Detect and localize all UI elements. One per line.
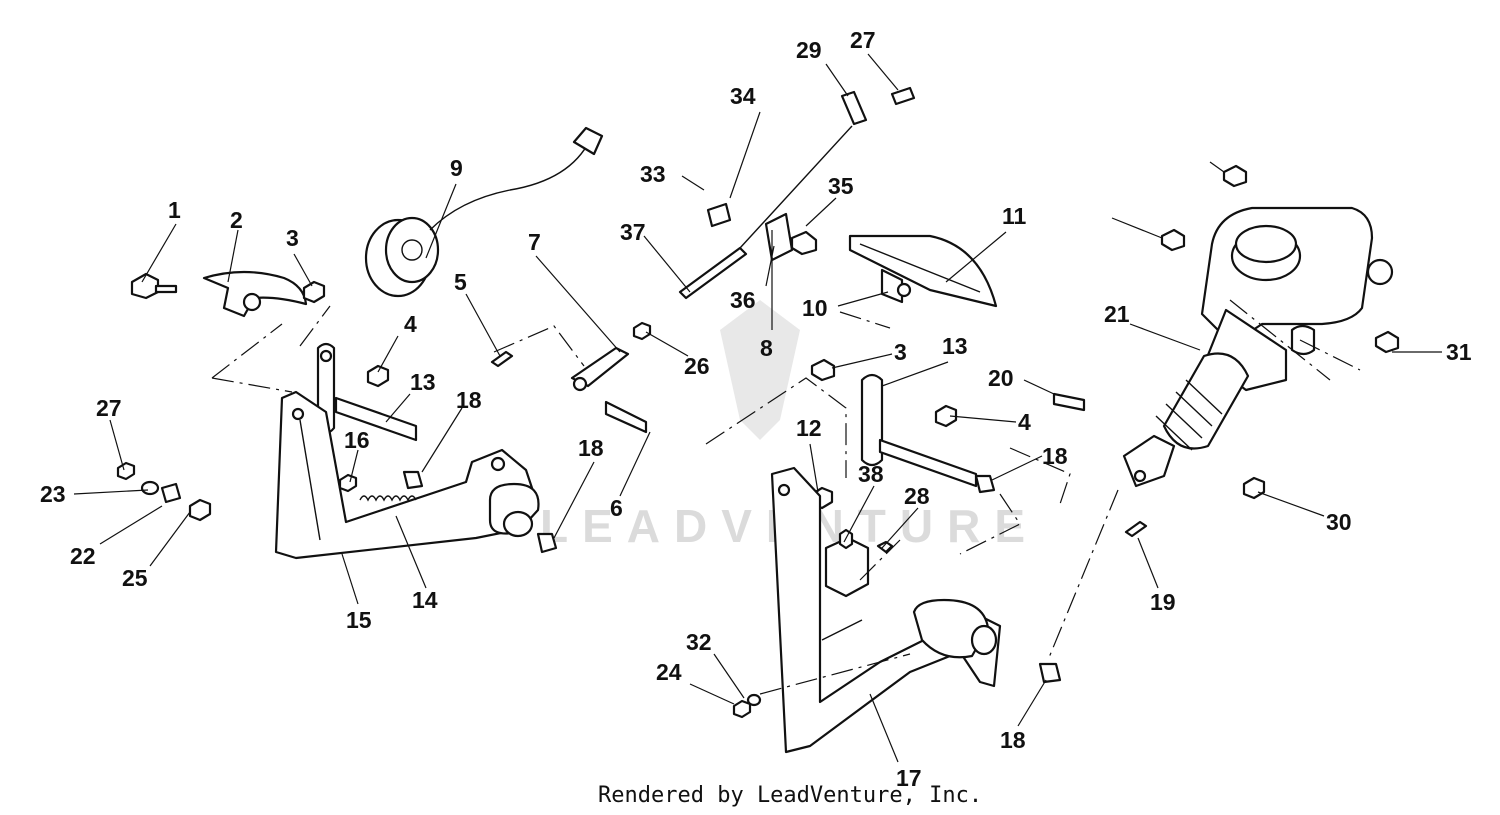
callout-10: 10 — [802, 295, 828, 321]
part-nut-26 — [632, 321, 652, 341]
callout-37: 37 — [620, 219, 646, 245]
callout-1: 1 — [168, 197, 181, 223]
callout-38: 38 — [858, 461, 884, 487]
callout-26: 26 — [684, 353, 710, 379]
part-clevis-7 — [570, 346, 630, 392]
callout-16: 16 — [344, 427, 370, 453]
part-pin-19 — [1124, 520, 1148, 538]
callout-18-right: 18 — [1042, 443, 1068, 469]
callout-3-right: 3 — [894, 339, 907, 365]
part-bolt-top-1 — [1222, 164, 1248, 188]
watermark-logo-icon — [720, 300, 800, 440]
callout-17: 17 — [896, 765, 922, 791]
callout-9: 9 — [450, 155, 463, 181]
part-nut-30 — [1242, 476, 1266, 500]
callout-27: 27 — [96, 395, 122, 421]
callout-23: 23 — [40, 481, 66, 507]
callout-18-b: 18 — [578, 435, 604, 461]
part-bolt-10 — [790, 230, 818, 256]
part-plate-36 — [764, 212, 794, 262]
callout-labels: 1 2 3 27 23 22 25 15 14 16 13 4 18 9 5 7… — [40, 27, 1472, 791]
callout-30: 30 — [1326, 509, 1352, 535]
callout-12: 12 — [796, 415, 822, 441]
part-nut-16 — [338, 473, 358, 493]
callout-35: 35 — [828, 173, 854, 199]
part-pedal-arm-17 — [770, 466, 1002, 754]
callout-19: 19 — [1150, 589, 1176, 615]
part-washer-23 — [140, 480, 160, 496]
part-nut-27-left — [116, 461, 136, 481]
part-bolt-top-2 — [1160, 228, 1186, 252]
part-nut-25 — [188, 498, 212, 522]
callout-33: 33 — [640, 161, 666, 187]
part-cable-37 — [678, 246, 748, 300]
part-master-cylinder-21 — [1122, 206, 1394, 488]
part-switch-38 — [824, 528, 870, 598]
part-bushing-18-right — [974, 474, 996, 494]
part-bracket-34 — [706, 202, 732, 228]
part-pin-20 — [1052, 392, 1086, 412]
callout-5: 5 — [454, 269, 467, 295]
part-bushing-18-left — [402, 470, 424, 490]
part-bushing-18-b — [536, 532, 558, 554]
part-bracket-2 — [202, 270, 308, 318]
callout-7: 7 — [528, 229, 541, 255]
callout-29: 29 — [796, 37, 822, 63]
part-pin-6 — [604, 400, 648, 434]
leader-lines — [73, 53, 1442, 763]
callout-6: 6 — [610, 495, 623, 521]
part-plate-13-right — [860, 373, 978, 488]
part-nut-4-right — [934, 404, 958, 428]
render-credit: Rendered by LeadVenture, Inc. — [598, 783, 982, 808]
callout-18: 18 — [456, 387, 482, 413]
part-bushing-18-bottom — [1038, 662, 1062, 684]
part-hardware-24-32 — [732, 693, 762, 719]
part-screw-28 — [876, 540, 894, 554]
callout-4-right: 4 — [1018, 409, 1031, 435]
callout-20: 20 — [988, 365, 1014, 391]
callout-11: 11 — [1002, 203, 1027, 229]
callout-13: 13 — [410, 369, 436, 395]
callout-28: 28 — [904, 483, 930, 509]
callout-18-bottom: 18 — [1000, 727, 1026, 753]
callout-22: 22 — [70, 543, 96, 569]
part-pedal-pad-11 — [848, 234, 998, 308]
part-spring-14 — [359, 495, 417, 502]
part-pin-5 — [490, 350, 514, 368]
callout-25: 25 — [122, 565, 148, 591]
callout-8: 8 — [760, 335, 773, 361]
part-brake-disc-9 — [364, 126, 604, 298]
callout-31: 31 — [1446, 339, 1472, 365]
callout-4: 4 — [404, 311, 417, 337]
part-plate-13 — [316, 342, 418, 442]
callout-3: 3 — [286, 225, 299, 251]
callout-15: 15 — [346, 607, 372, 633]
part-bolt-27-top — [890, 86, 916, 106]
callout-24: 24 — [656, 659, 682, 685]
part-bracket-29 — [840, 90, 868, 126]
part-bolt-31 — [1374, 330, 1400, 354]
callout-13-right: 13 — [942, 333, 968, 359]
part-screw-3 — [302, 280, 326, 304]
part-bolt-1 — [130, 272, 178, 300]
part-clip-22 — [160, 482, 182, 504]
callout-14: 14 — [412, 587, 438, 613]
callout-34: 34 — [730, 83, 756, 109]
assembly-centerlines — [211, 299, 1361, 695]
part-nut-4 — [366, 364, 390, 388]
cable-line — [739, 125, 853, 249]
part-pedal-arm-15 — [274, 390, 540, 560]
callout-27-top: 27 — [850, 27, 876, 53]
callout-21: 21 — [1104, 301, 1130, 327]
part-bolt-3-right — [810, 358, 836, 382]
callout-2: 2 — [230, 207, 243, 233]
callout-36: 36 — [730, 287, 756, 313]
callout-32: 32 — [686, 629, 712, 655]
